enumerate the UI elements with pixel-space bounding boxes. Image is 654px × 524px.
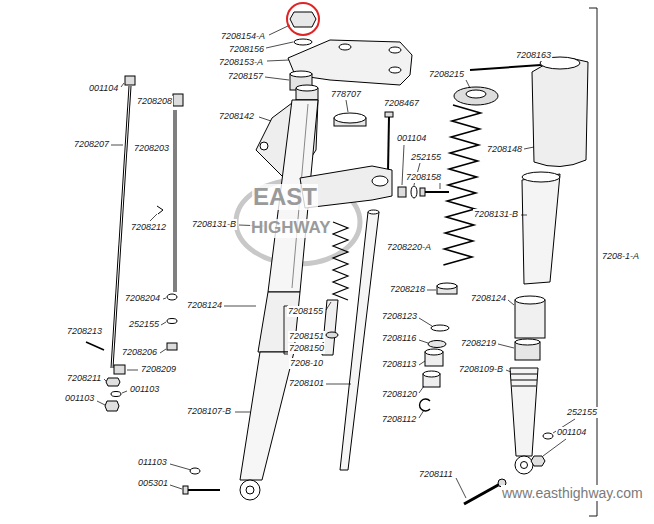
watermark-url: www.easthighway.com	[501, 485, 644, 501]
callout-number: 7208150	[288, 343, 325, 354]
callout-number: 7208213	[66, 326, 103, 337]
callout-number: 7208131-B	[473, 209, 519, 220]
callout-number: 7208219	[460, 338, 497, 349]
callout-number: 7208131-B	[191, 219, 237, 230]
callout-number: 7208208	[136, 96, 173, 107]
callout-number: 7208-10	[289, 358, 324, 369]
callout-number: 7208151	[288, 331, 325, 342]
watermark-text: EAST	[252, 184, 318, 210]
callout-number: 7208220-A	[386, 242, 432, 253]
callout-number: 778707	[330, 89, 362, 100]
callout-number: 252155	[410, 152, 442, 163]
callout-number: 7208124	[186, 300, 223, 311]
callout-number: 001103	[64, 393, 95, 404]
callout-number: 7208109-B	[458, 364, 504, 375]
callout-number: 7208142	[218, 111, 255, 122]
callout-number: 7208113	[381, 359, 417, 370]
callout-number: 7208123	[381, 311, 418, 322]
callout-number: 7208112	[381, 414, 417, 425]
callout-number: 7208467	[383, 98, 420, 109]
callout-number: 7208207	[73, 139, 110, 150]
callout-number: 7208148	[486, 144, 523, 155]
callout-number: 001103	[129, 384, 160, 395]
callout-number: 7208111	[418, 469, 454, 480]
callout-number: 001104	[88, 83, 119, 94]
callout-number: 7208206	[121, 347, 158, 358]
callout-number: 7208-1-A	[601, 251, 640, 262]
callout-number: 011103	[137, 457, 168, 468]
callout-number: 001104	[396, 133, 427, 144]
callout-number: 7208153-A	[218, 57, 264, 68]
callout-number: 7208203	[133, 143, 170, 154]
callout-number: 7208204	[124, 293, 161, 304]
callout-number: 7208218	[389, 284, 426, 295]
callout-number: 7208163	[515, 50, 552, 61]
callout-number: 7208215	[428, 69, 465, 80]
callout-number: 7208158	[405, 172, 442, 183]
callout-number: 005301	[137, 478, 169, 489]
callout-number: 7208157	[227, 71, 264, 82]
callout-number: 7208209	[140, 364, 177, 375]
callout-number: 7208124	[470, 293, 507, 304]
callout-number: 7208156	[228, 44, 265, 55]
callout-number: 7208211	[66, 373, 102, 384]
parts	[86, 12, 588, 504]
callout-number: 7208154-A	[220, 31, 266, 42]
leader-lines	[97, 25, 575, 498]
callout-number: 252155	[566, 407, 598, 418]
callout-number: 7208107-B	[186, 406, 232, 417]
callout-number: 7208120	[381, 389, 418, 400]
callout-number: 7208212	[130, 222, 167, 233]
watermark-text: HIGHWAY	[250, 219, 332, 238]
callout-number: 7208101	[288, 378, 325, 389]
callout-number: 7208116	[381, 333, 417, 344]
callout-number: 7208155	[287, 306, 324, 317]
callout-number: 252155	[128, 319, 160, 330]
highlight-circle	[287, 3, 319, 35]
group-brackets	[284, 8, 597, 516]
callout-number: 001104	[556, 427, 587, 438]
